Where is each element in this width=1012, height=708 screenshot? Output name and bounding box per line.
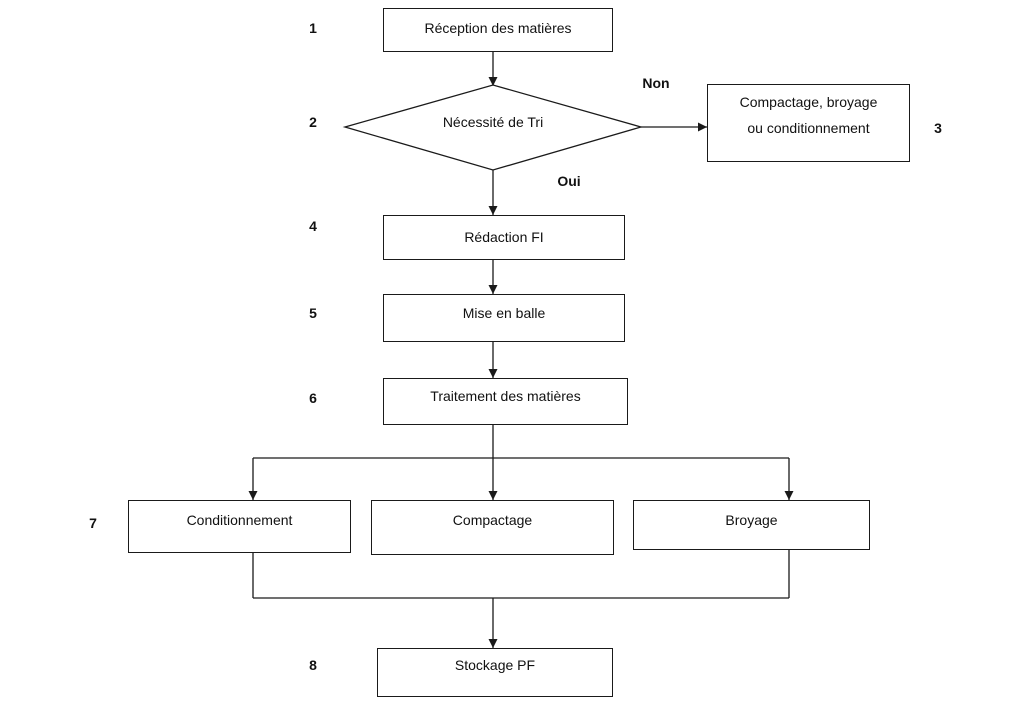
step-number-2: 2 xyxy=(309,114,317,130)
reception-label: Réception des matières xyxy=(424,20,572,36)
conditionnement-label: Conditionnement xyxy=(186,512,293,528)
compactage-broyage-label-line1: Compactage, broyage xyxy=(739,94,878,110)
stockage-label: Stockage PF xyxy=(454,657,536,673)
step-number-1: 1 xyxy=(309,20,317,36)
compactage-box: Compactage xyxy=(371,500,614,555)
step-number-4: 4 xyxy=(309,218,317,234)
step-number-7: 7 xyxy=(89,515,97,531)
compactage-label: Compactage xyxy=(452,512,533,528)
branch-no-label: Non xyxy=(642,75,670,91)
redaction-label: Rédaction FI xyxy=(464,229,544,245)
compactage-broyage-box: Compactage, broyage ou conditionnement xyxy=(707,84,910,162)
broyage-box: Broyage xyxy=(633,500,870,550)
traitement-label: Traitement des matières xyxy=(430,388,581,404)
step-number-5: 5 xyxy=(309,305,317,321)
branch-yes-label: Oui xyxy=(557,173,581,189)
mise-en-balle-label: Mise en balle xyxy=(462,305,546,321)
reception-box: Réception des matières xyxy=(383,8,613,52)
mise-en-balle-box: Mise en balle xyxy=(383,294,625,342)
redaction-box: Rédaction FI xyxy=(383,215,625,260)
step-number-6: 6 xyxy=(309,390,317,406)
conditionnement-box: Conditionnement xyxy=(128,500,351,553)
compactage-broyage-label-line2: ou conditionnement xyxy=(747,120,870,136)
step-number-3: 3 xyxy=(934,120,942,136)
decision-label: Nécessité de Tri xyxy=(442,114,544,130)
step-number-8: 8 xyxy=(309,657,317,673)
broyage-label: Broyage xyxy=(725,512,778,528)
stockage-box: Stockage PF xyxy=(377,648,613,697)
traitement-box: Traitement des matières xyxy=(383,378,628,425)
